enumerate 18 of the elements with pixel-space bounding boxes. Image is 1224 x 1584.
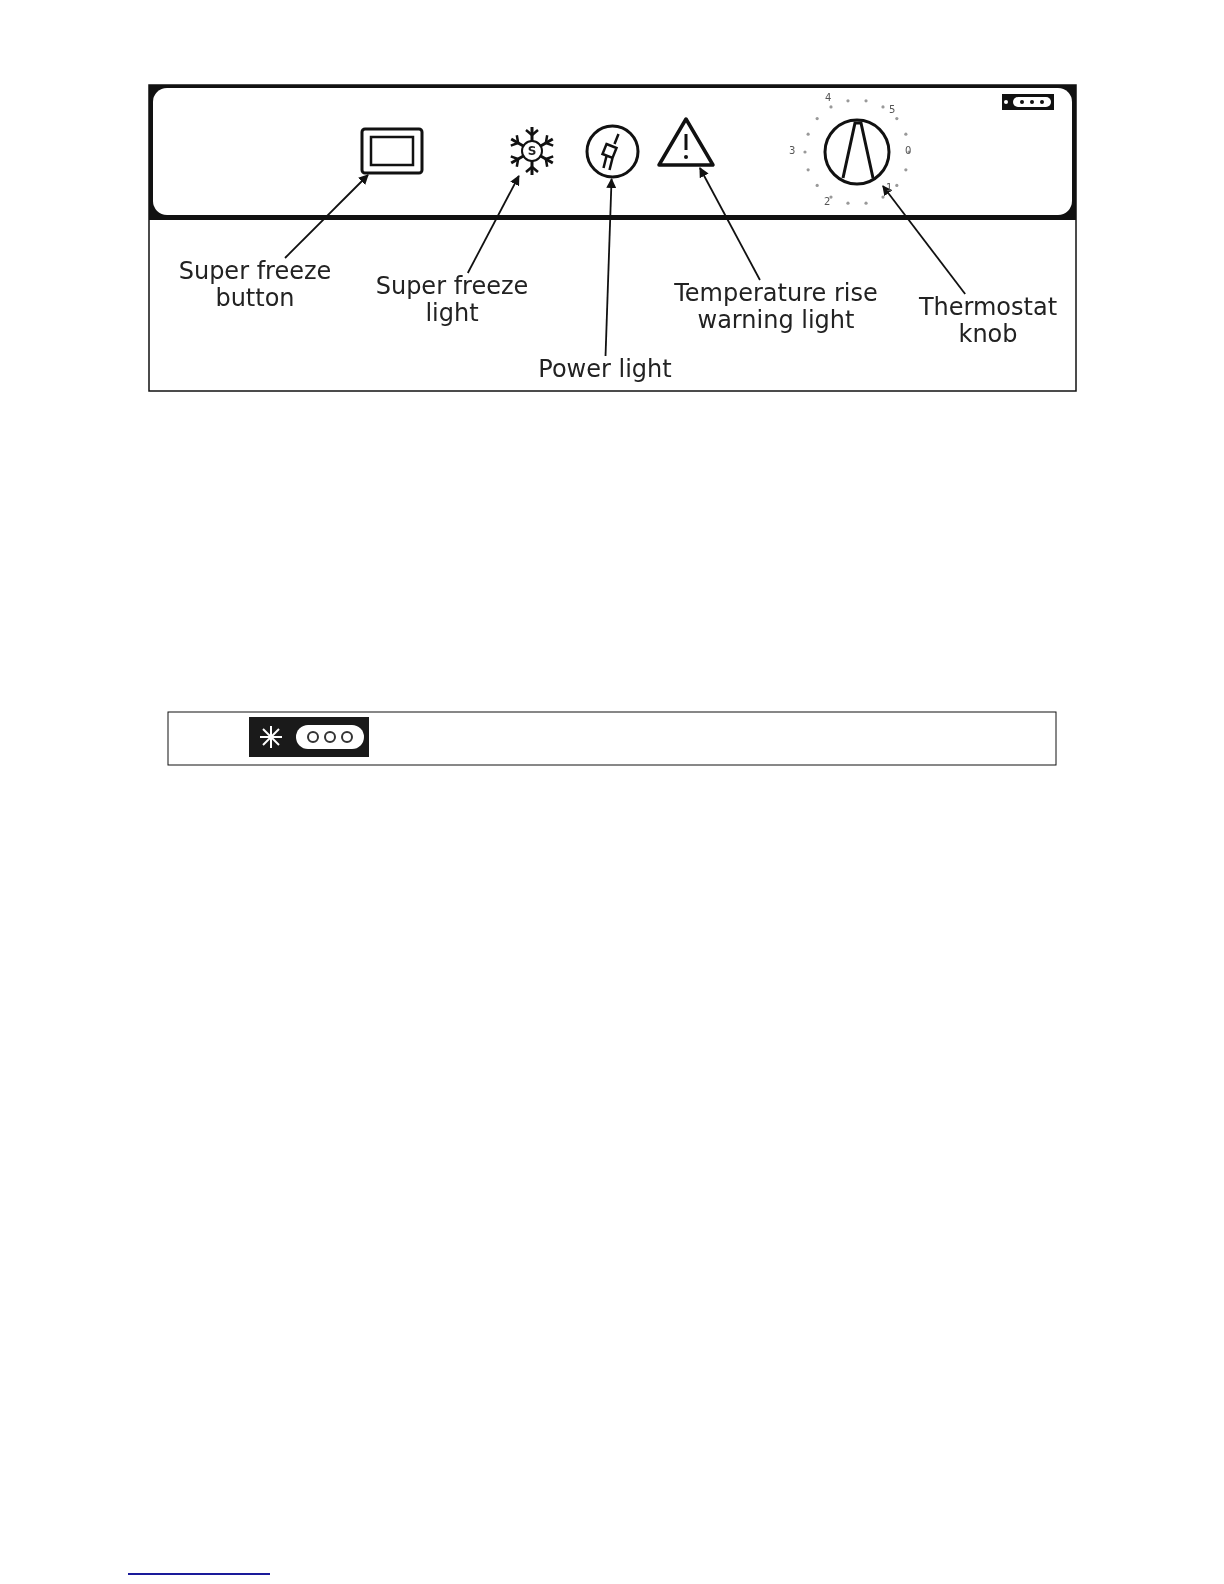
super-freeze-button	[360, 127, 424, 175]
leader-line	[604, 178, 617, 357]
callout-label: Super freeze light	[352, 273, 552, 333]
leader-line	[882, 185, 967, 295]
callout-label: Power light	[510, 356, 700, 386]
dial-number: 5	[889, 105, 896, 115]
power-light-icon	[585, 124, 640, 179]
symbol-letter: S	[526, 144, 538, 158]
callout-label: Super freeze button	[160, 258, 350, 318]
dial-number: 0	[905, 146, 912, 156]
leader-line	[466, 175, 520, 274]
dial-number: 1	[886, 183, 893, 193]
warning-triangle-icon	[656, 116, 716, 168]
dial-number: 3	[789, 146, 796, 156]
dial-number: 2	[824, 197, 831, 207]
leader-line	[284, 174, 369, 259]
leader-line	[699, 167, 761, 281]
dial-number: 4	[825, 93, 832, 103]
